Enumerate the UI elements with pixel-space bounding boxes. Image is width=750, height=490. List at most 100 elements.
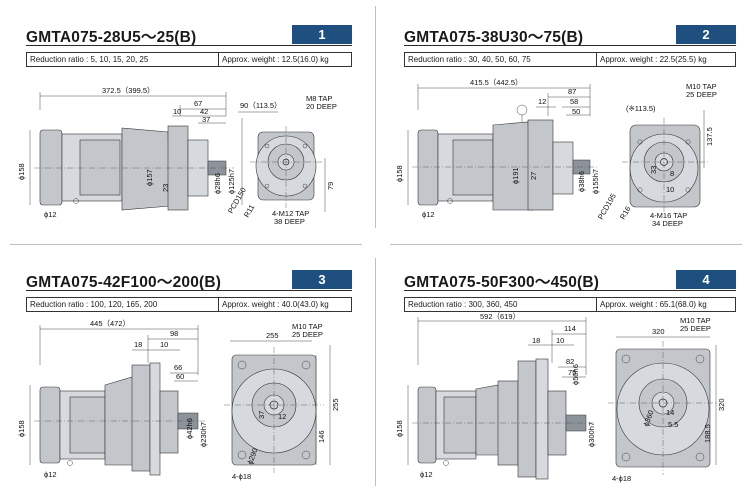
dim-overall-length: 592（619） [480,312,520,321]
panel-title: GMTA075-42F100～200(B) [26,274,222,291]
gearmotor-side-view [412,358,594,480]
spec-box: Reduction ratio : 100, 120, 165, 200 App… [26,297,352,312]
title-underline [404,45,736,46]
gearbox-front-view [250,126,324,208]
dim-spigot-dia: ϕ125h7 [227,169,236,194]
dim-overall-length: 372.5（399.5） [102,86,155,95]
dim-tap-depth: 25 DEEP [680,324,711,333]
dim-137-5: 137.5 [705,127,714,146]
dim-front-width: 320 [652,327,665,336]
dim-87: 87 [568,87,576,96]
gearbox-front-view [608,341,718,475]
dim-mount-tap: 4-M16 TAP [650,211,687,220]
dim-mount-holes: 4-ϕ18 [612,474,631,483]
dim-spigot-dia: ϕ230h7 [199,422,208,447]
dim-10: 10 [160,340,168,349]
panel-title: GMTA075-38U30～75(B) [404,29,584,46]
dim-27: 27 [529,172,538,180]
dim-spigot-dia: ϕ300h7 [587,422,596,447]
dim-mount-depth: 34 DEEP [652,219,683,228]
spec-box: Reduction ratio : 5, 10, 15, 20, 25 Appr… [26,52,352,67]
panel-number-badge: 2 [676,25,736,44]
dim-mount-holes: 4-ϕ18 [232,472,251,481]
dim-146: 146 [317,430,326,443]
dim-50: 50 [572,107,580,116]
gearmotor-side-view [34,125,234,211]
dim-tap: M10 TAP [686,82,717,91]
dim-tap-depth: 25 DEEP [686,90,717,99]
dim-front-width: (※113.5) [626,104,656,113]
horizontal-divider-left [10,244,362,245]
dim-mount-tap: 4-M12 TAP [272,209,309,218]
panel-number-badge: 3 [292,270,352,289]
dim-66: 66 [174,363,182,372]
approx-weight: Approx. weight : 12.5(16.0) kg [218,53,351,66]
dim-key-12: 12 [278,412,286,421]
panel-number-badge: 1 [292,25,352,44]
horizontal-divider-right [390,244,742,245]
approx-weight: Approx. weight : 22.5(25.5) kg [596,53,735,66]
dim-tap: M8 TAP [306,94,332,103]
dim-overall-length: 445（472） [90,319,130,328]
gearbox-front-view [224,347,324,473]
dim-terminal-hole: ϕ12 [44,470,57,479]
reduction-ratio: Reduction ratio : 5, 10, 15, 20, 25 [30,55,149,64]
vertical-divider-top [375,6,376,228]
dim-key-5-5: 5.5 [668,420,678,429]
dim-gear-dia: ϕ191 [511,167,520,184]
panel-title: GMTA075-50F300～450(B) [404,274,600,291]
dim-42: 42 [200,107,208,116]
dim-key-10: 10 [666,185,674,194]
dim-tap: M10 TAP [680,316,711,325]
dim-key-14: 14 [666,408,674,417]
gearmotor-side-view [34,362,206,476]
dim-motor-dia: ϕ158 [17,163,26,180]
spec-box: Reduction ratio : 300, 360, 450 Approx. … [404,297,736,312]
dim-67: 67 [194,99,202,108]
dim-pcd: PCD195 [596,192,618,221]
dim-114: 114 [564,324,576,333]
panel-title: GMTA075-28U5～25(B) [26,29,197,46]
dim-75: 75 [568,368,576,377]
dim-98: 98 [170,329,178,338]
title-underline [404,290,736,291]
dim-terminal-hole: ϕ12 [420,470,433,479]
dim-gear-dia: ϕ157 [145,169,154,186]
dim-10: 10 [556,336,564,345]
drawing-area: 372.5（399.5） 67 42 37 10 ϕ158 ϕ157 23 ϕ2… [17,86,337,226]
dim-tap-depth: 25 DEEP [292,330,323,339]
dim-terminal-hole: ϕ12 [44,210,57,219]
panel-number-badge: 4 [676,270,736,289]
dim-shaft-dia: ϕ50h6 [571,364,580,385]
dim-23: 23 [161,184,170,192]
dim-motor-dia: ϕ158 [17,420,26,437]
dim-radius: R11 [242,203,256,219]
title-underline [26,45,352,46]
dimension-lines [29,92,326,212]
gearbox-front-view [622,118,708,212]
dim-terminal-hole: ϕ12 [422,210,435,219]
title-underline [26,290,352,291]
reduction-ratio: Reduction ratio : 300, 360, 450 [408,300,518,309]
dim-key-33: 33 [649,166,658,174]
dim-shaft-dia: ϕ28h6 [213,173,222,194]
dim-front-height: 320 [717,398,726,411]
vertical-divider-bottom [375,258,376,486]
drawing-area: 415.5（442.5） 87 58 50 12 ϕ158 ϕ191 27 ϕ3… [395,78,717,228]
dim-10: 10 [173,107,181,116]
dim-front-width: 255 [266,331,279,340]
dim-mount-depth: 38 DEEP [274,217,305,226]
panel-4: GMTA075-50F300～450(B) 4 Reduction ratio … [395,270,738,485]
dimension-lines [407,84,705,205]
dim-12: 12 [538,97,546,106]
spec-box: Reduction ratio : 30, 40, 50, 60, 75 App… [404,52,736,67]
dim-60: 60 [176,372,184,381]
approx-weight: Approx. weight : 65.1(68.0) kg [596,298,735,311]
dim-radius: R16 [618,205,633,221]
dim-tap: M10 TAP [292,322,323,331]
dim-front-width: 90（113.5） [240,101,282,110]
dim-18: 18 [532,336,540,345]
dim-82: 82 [566,357,574,366]
dim-key-37: 37 [257,411,266,419]
dim-37: 37 [202,115,210,124]
